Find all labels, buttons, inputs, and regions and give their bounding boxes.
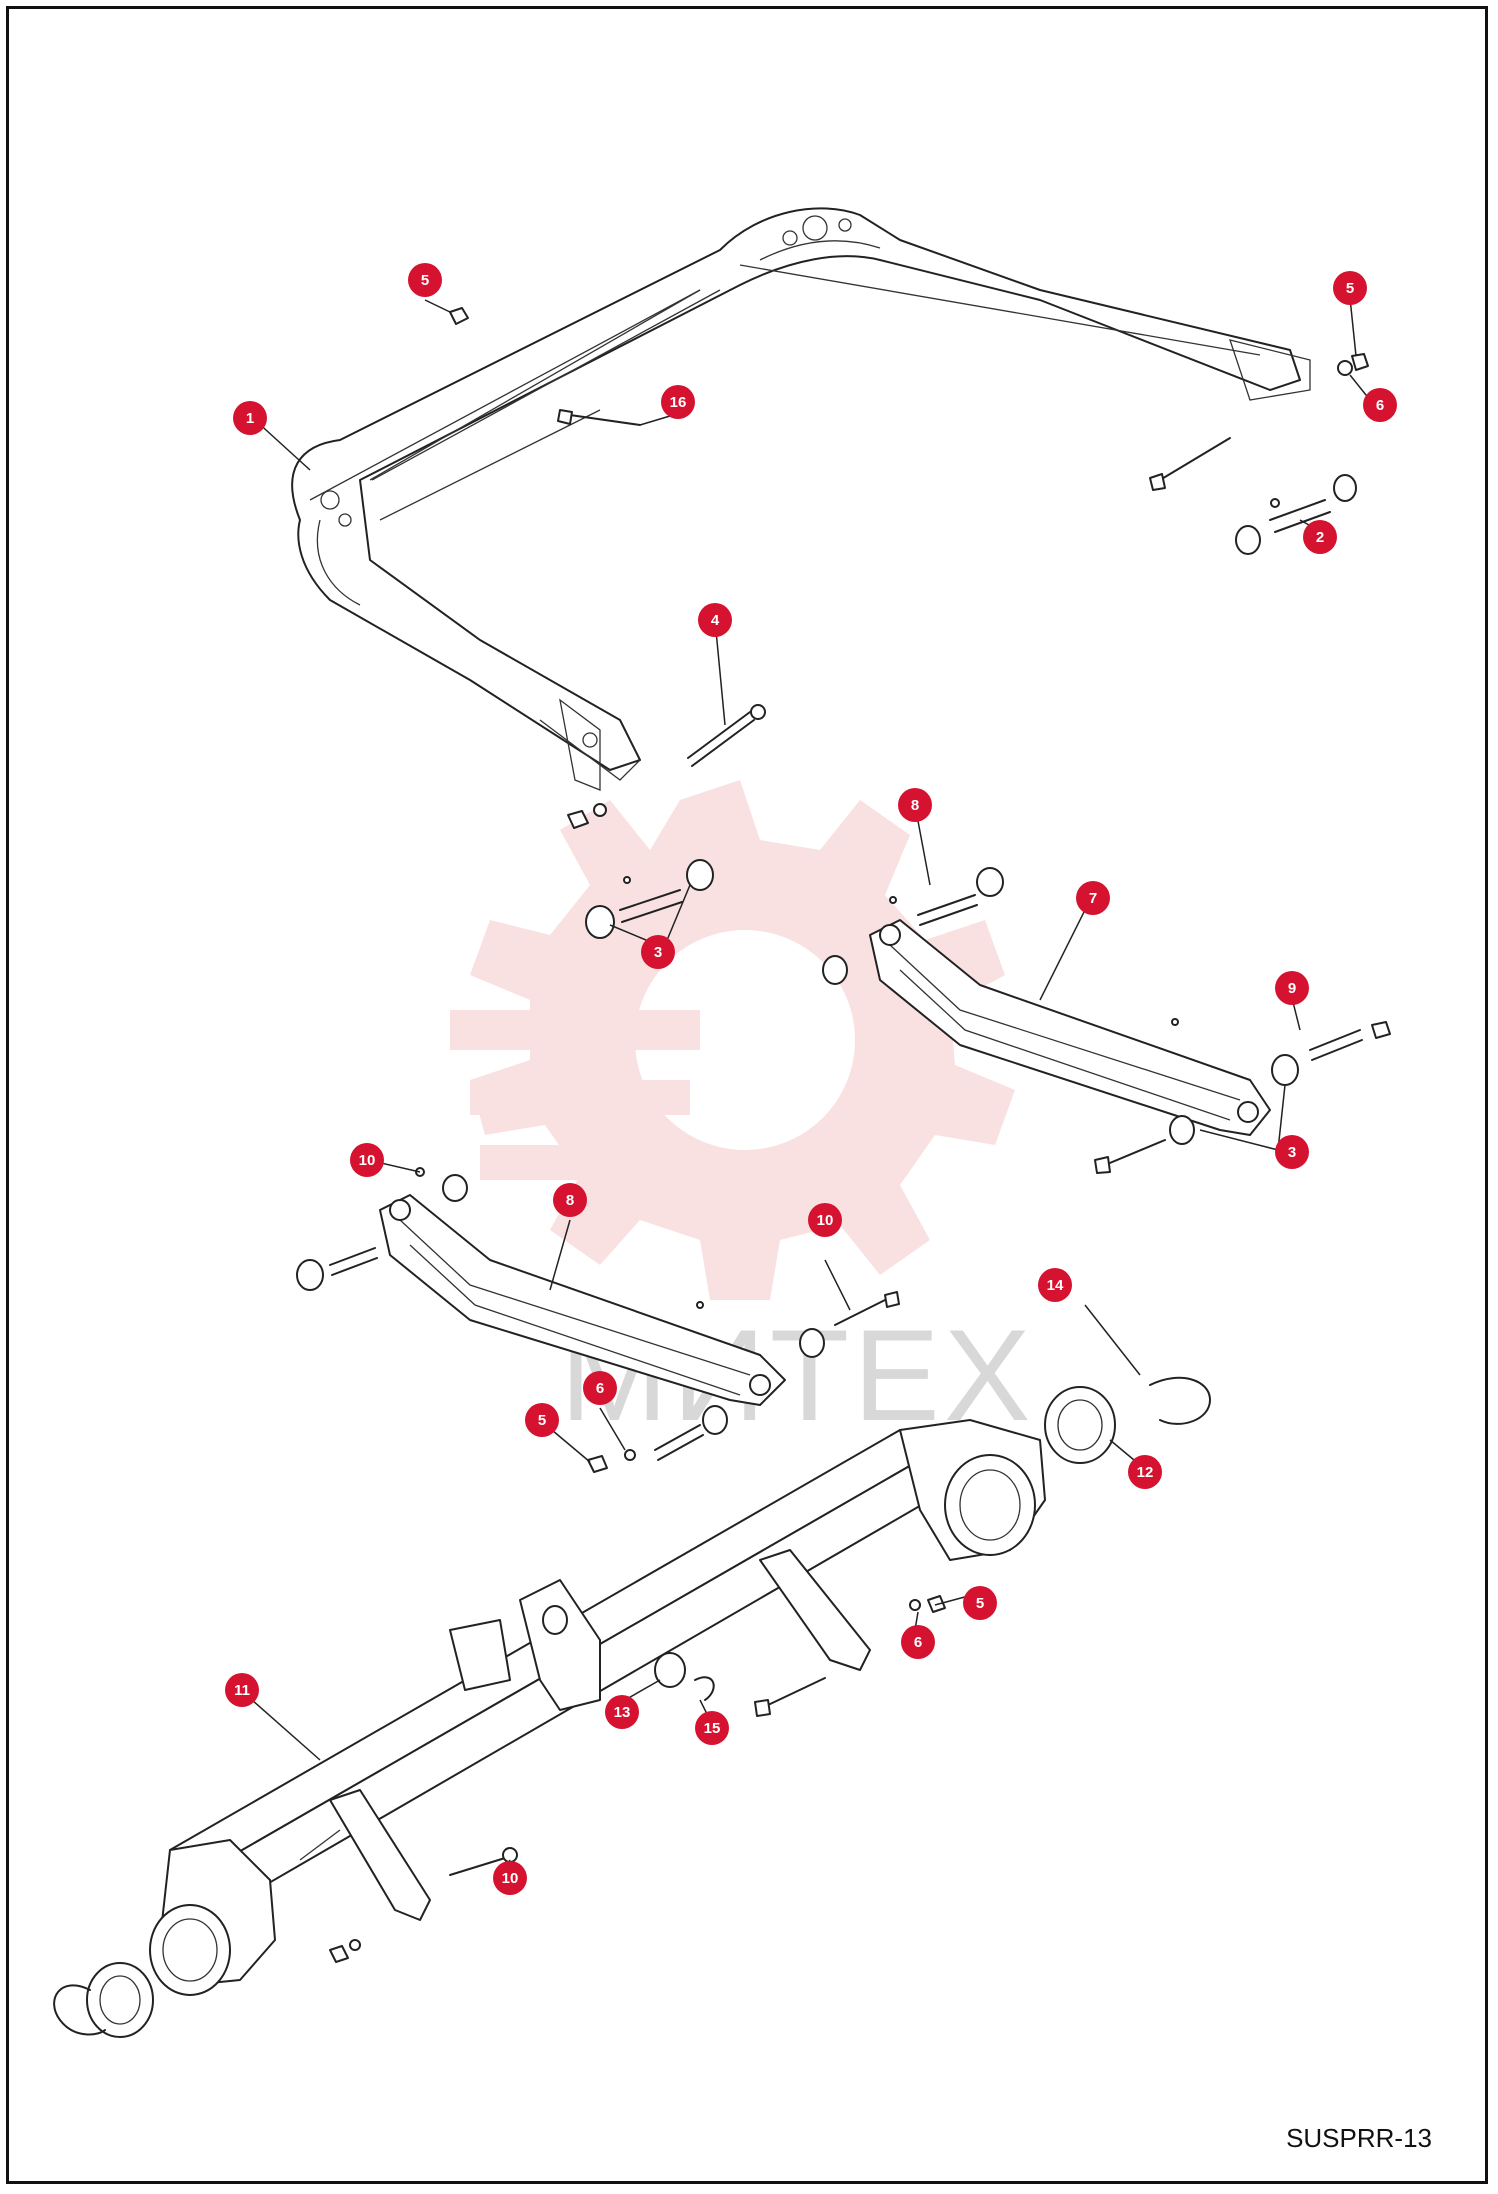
- svg-text:10: 10: [817, 1212, 834, 1229]
- callout-6-axle[interactable]: 6: [901, 1625, 935, 1659]
- svg-text:16: 16: [670, 394, 687, 411]
- svg-text:11: 11: [234, 1682, 250, 1699]
- svg-text:1: 1: [246, 410, 254, 427]
- callout-8-upper[interactable]: 8: [898, 788, 932, 822]
- callout-5-axle[interactable]: 5: [963, 1586, 997, 1620]
- svg-text:2: 2: [1316, 529, 1324, 546]
- callout-7-lower[interactable]: 8: [553, 1183, 587, 1217]
- callout-5-top-left[interactable]: 5: [408, 263, 442, 297]
- svg-text:6: 6: [914, 1634, 922, 1651]
- upper-control-arm: [585, 859, 1391, 1174]
- callout-1[interactable]: 1: [233, 401, 267, 435]
- callout-5-mid[interactable]: 5: [525, 1403, 559, 1437]
- frame-hardware: [449, 307, 1369, 829]
- rear-axle-housing: [53, 1376, 1211, 2038]
- callout-3-left[interactable]: 3: [641, 935, 675, 969]
- watermark-gear-icon: [450, 780, 1015, 1300]
- callout-14[interactable]: 14: [1038, 1268, 1072, 1302]
- svg-text:3: 3: [1288, 1144, 1296, 1161]
- svg-text:5: 5: [538, 1412, 546, 1429]
- callout-6-top-right[interactable]: 6: [1363, 388, 1397, 422]
- callout-10-lower[interactable]: 10: [493, 1861, 527, 1895]
- svg-text:13: 13: [614, 1704, 631, 1721]
- svg-text:6: 6: [596, 1380, 604, 1397]
- callout-7-upper[interactable]: 7: [1076, 881, 1110, 915]
- callout-11[interactable]: 11: [225, 1673, 259, 1707]
- callout-12[interactable]: 12: [1128, 1455, 1162, 1489]
- callout-8-right[interactable]: 9: [1275, 971, 1309, 1005]
- svg-text:5: 5: [976, 1595, 984, 1612]
- callout-5-top-right[interactable]: 5: [1333, 271, 1367, 305]
- svg-text:5: 5: [421, 272, 429, 289]
- drawing-reference-code: SUSPRR-13: [1286, 2123, 1432, 2153]
- svg-text:8: 8: [911, 797, 919, 814]
- upper-frame: [291, 207, 1311, 791]
- callout-4[interactable]: 4: [698, 603, 732, 637]
- callouts: 1 5 16 5 6 2 4 8 7 3 9 3 10 8 10 14 6 5 …: [225, 263, 1397, 1895]
- lower-control-arm: [296, 1167, 900, 1473]
- svg-text:14: 14: [1047, 1277, 1064, 1294]
- svg-text:10: 10: [359, 1152, 376, 1169]
- svg-text:15: 15: [704, 1720, 721, 1737]
- callout-2[interactable]: 2: [1303, 520, 1337, 554]
- callout-16[interactable]: 16: [661, 385, 695, 419]
- svg-text:7: 7: [1089, 890, 1097, 907]
- svg-text:12: 12: [1137, 1464, 1154, 1481]
- callout-10-upper[interactable]: 10: [808, 1203, 842, 1237]
- svg-text:5: 5: [1346, 280, 1354, 297]
- svg-text:3: 3: [654, 944, 662, 961]
- svg-text:8: 8: [566, 1192, 574, 1209]
- callout-13[interactable]: 13: [605, 1695, 639, 1729]
- callout-15[interactable]: 15: [695, 1711, 729, 1745]
- svg-text:6: 6: [1376, 397, 1384, 414]
- callout-9[interactable]: 10: [350, 1143, 384, 1177]
- svg-text:10: 10: [502, 1870, 519, 1887]
- drawing-frame: [6, 6, 1488, 2184]
- svg-text:4: 4: [711, 612, 720, 629]
- callout-6-mid[interactable]: 6: [583, 1371, 617, 1405]
- callout-3-right[interactable]: 3: [1275, 1135, 1309, 1169]
- svg-text:9: 9: [1288, 980, 1296, 997]
